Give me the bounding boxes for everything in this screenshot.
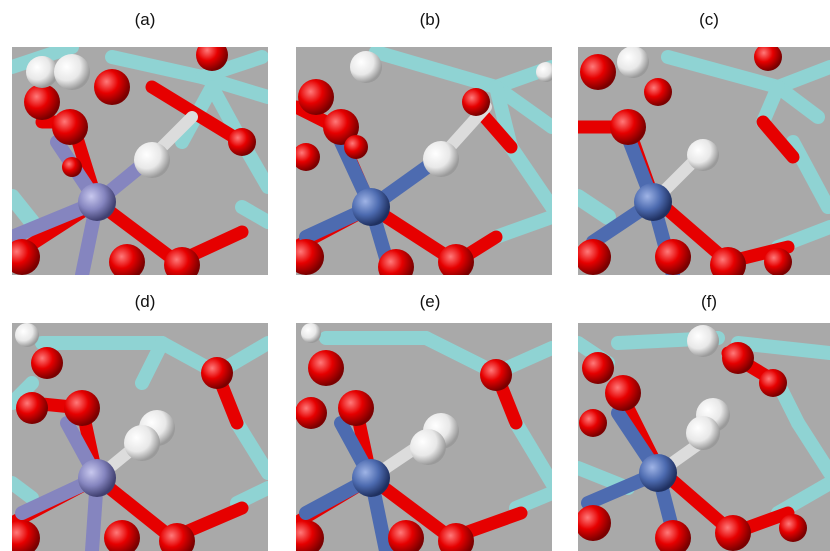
oxygen-atoms <box>296 79 490 275</box>
hydrogen-atoms <box>350 51 552 177</box>
molecular-structure-a <box>12 47 268 275</box>
oxygen-atoms <box>578 342 807 551</box>
molecular-structure-b <box>296 47 552 275</box>
molecular-structure-d <box>12 323 268 551</box>
metal-atom <box>639 454 677 492</box>
hydrogen-atoms <box>686 325 730 450</box>
panel-e-label: (e) <box>419 292 441 311</box>
molecular-structure-c <box>578 47 830 275</box>
panel-b-label: (b) <box>419 10 441 29</box>
panel-a-label: (a) <box>134 10 156 29</box>
panel-f-label: (f) <box>700 292 718 311</box>
molecular-structure-f <box>578 325 830 551</box>
hydrogen-atoms <box>15 323 175 461</box>
oxygen-atoms <box>578 47 792 275</box>
oxygen-atoms <box>12 347 233 551</box>
o-o-bonds <box>578 115 800 269</box>
hydrogen-atoms <box>617 47 719 171</box>
panel-a-image <box>12 47 268 275</box>
si-o-bonds <box>12 336 268 510</box>
panel-c-label: (c) <box>699 10 719 29</box>
hydrogen-atoms <box>301 323 459 465</box>
metal-atom <box>352 459 390 497</box>
hydrogen-atoms <box>26 54 170 178</box>
panel-c-image <box>578 47 830 275</box>
si-o-bonds <box>369 47 552 244</box>
panel-e-image <box>296 323 552 551</box>
metal-atom <box>78 459 116 497</box>
panel-f-image <box>578 323 830 551</box>
panel-d-image <box>12 323 268 551</box>
molecular-structure-e <box>296 323 552 551</box>
oxygen-atoms <box>296 350 512 551</box>
panel-d-label: (d) <box>134 292 156 311</box>
oxygen-atoms <box>12 47 256 275</box>
metal-atom <box>352 188 390 226</box>
metal-atom <box>78 183 116 221</box>
metal-atom <box>634 183 672 221</box>
panel-b-image <box>296 47 552 275</box>
